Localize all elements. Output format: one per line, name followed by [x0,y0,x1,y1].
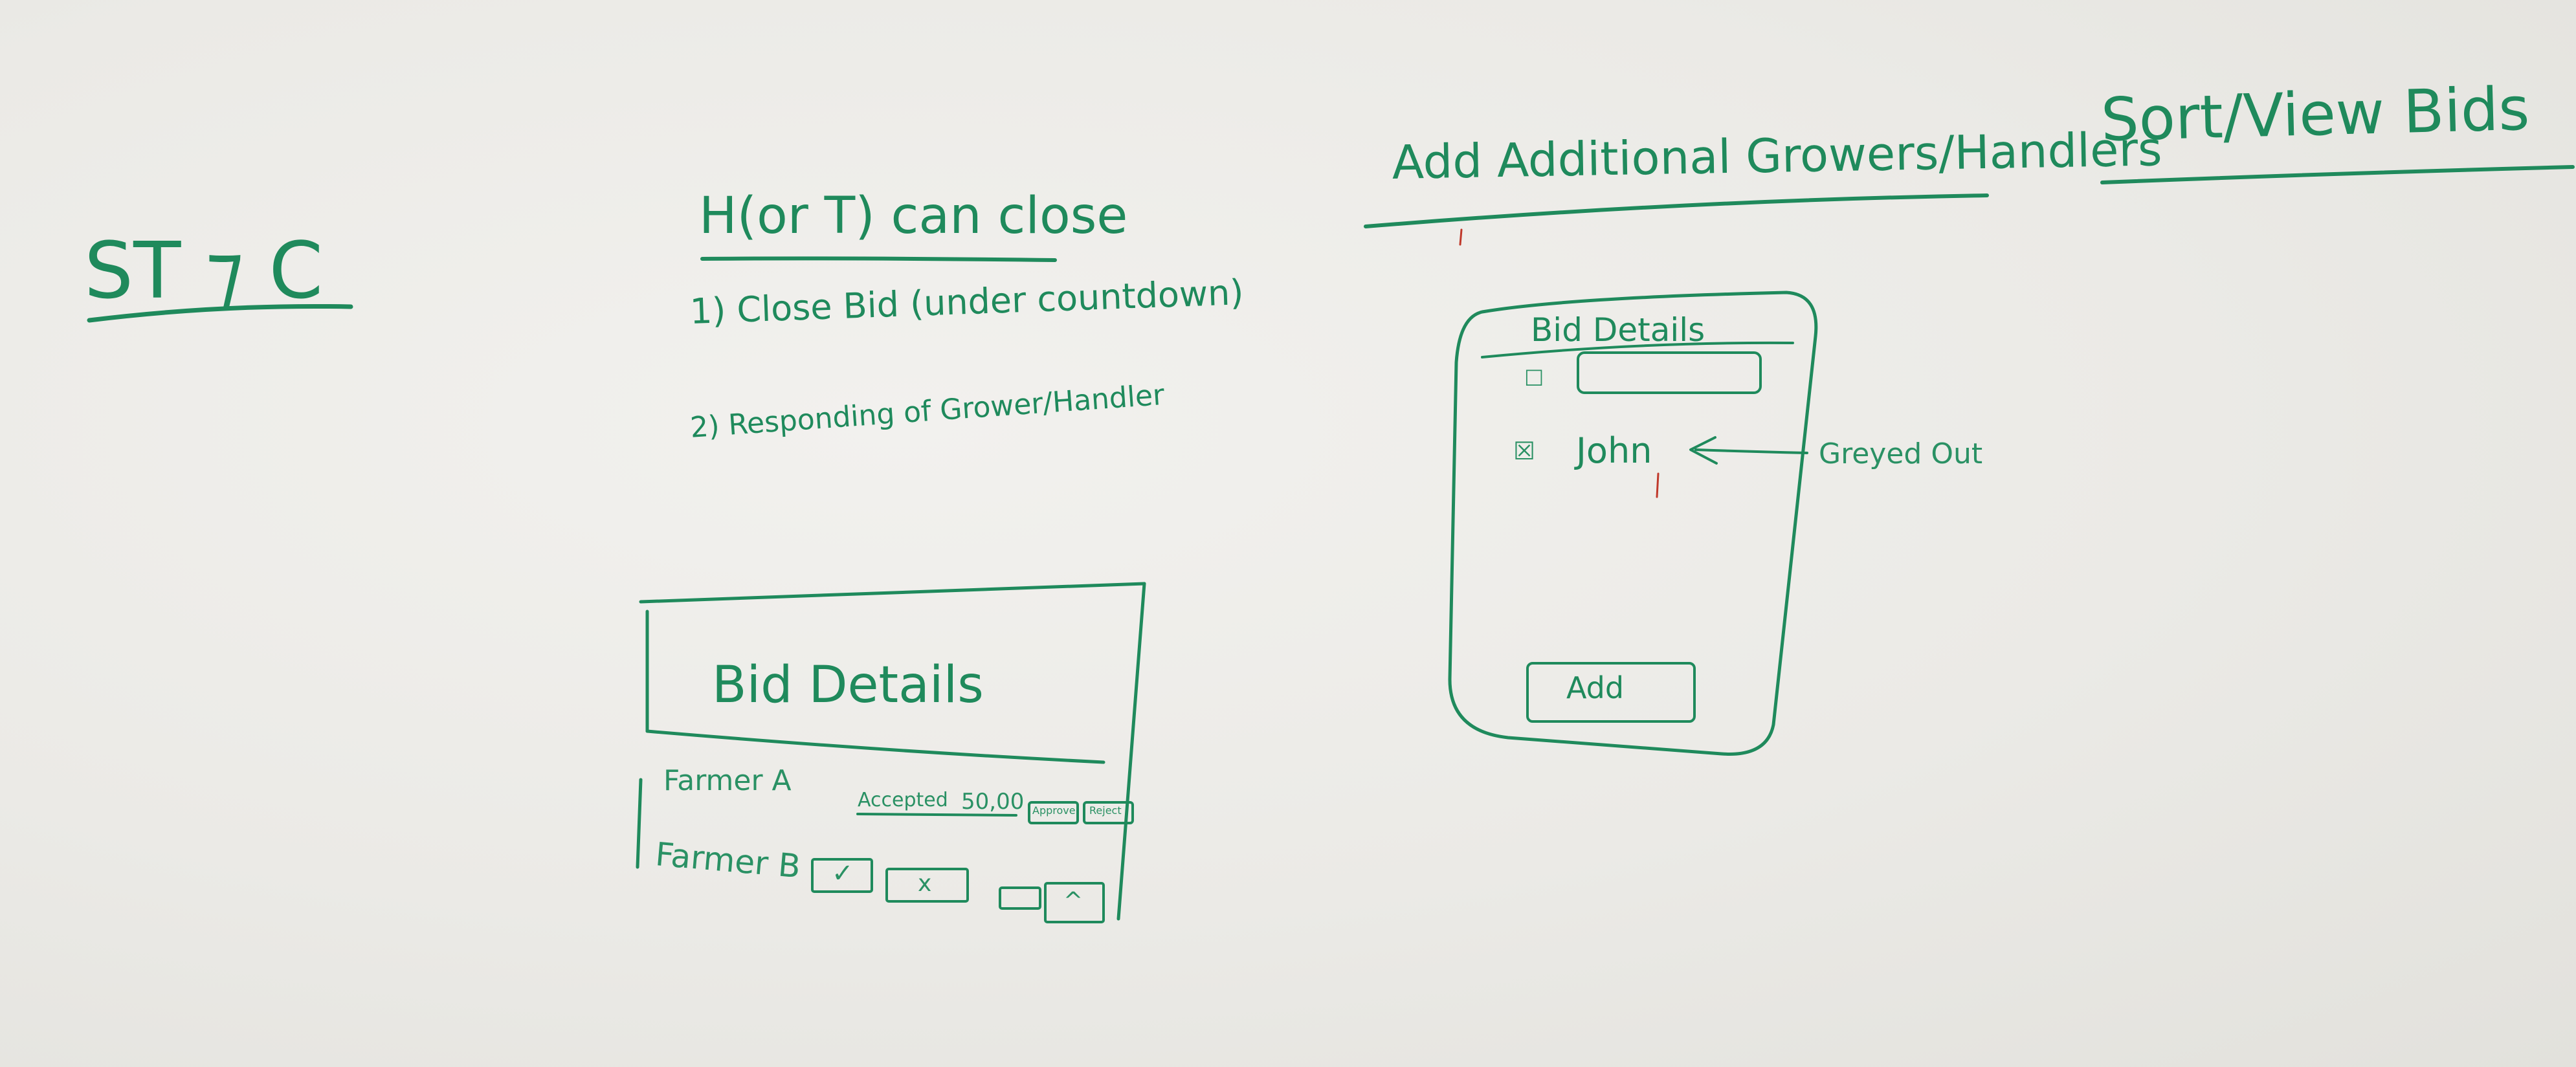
add-button-label: Add [1566,670,1625,705]
john-label: John [1576,430,1652,471]
heading-st-c: ST ⁊ C [84,226,324,316]
left-sketch-amount-underline [856,813,1017,817]
left-sketch-right [1116,582,1146,921]
phone-header-divider [1481,341,1794,358]
farmer-a-amount: 50,00 [961,789,1025,815]
reject-box [1083,801,1134,824]
left-sketch-divider [645,729,1105,764]
underline-st-c [87,303,353,323]
text-input-box [1577,351,1762,394]
underline-add-growers [1364,193,1989,228]
underline-h-can-close [700,256,1057,262]
annotation-arrow-head [1689,436,1718,465]
underline-sort-view [2100,165,2575,184]
heading-add-growers: Add Additional Growers/Handlers [1391,122,2163,190]
check-box [811,858,873,893]
right-sketch-title: Bid Details [1531,311,1705,349]
left-sketch-title: Bid Details [712,656,984,714]
approve-button-label: Approve [1032,804,1076,817]
reject-button-label: Reject [1089,804,1122,817]
heading-h-can-close: H(or T) can close [699,187,1128,245]
cross-mark: x [918,870,932,897]
phone-outline [1448,291,1818,756]
greyed-out-annotation: Greyed Out [1819,437,1983,470]
extra-small-box [999,886,1041,910]
approve-box [1028,801,1079,824]
annotation-arrow-line [1694,448,1808,454]
cross-box [885,868,969,903]
red-mark-2 [1656,472,1660,498]
farmer-a-label: Farmer A [663,764,792,797]
extra-box [1044,882,1105,923]
checkbox-empty: □ [1524,364,1544,388]
red-mark-1 [1459,228,1463,246]
heading-sort-view: Sort/View Bids [2100,74,2531,155]
farmer-a-status: Accepted [858,789,948,811]
left-sketch-top [639,582,1146,604]
checkbox-checked: ☒ [1513,437,1536,465]
caret-mark: ^ [1063,888,1083,914]
add-button-box [1526,662,1696,723]
left-sketch-left-lower [636,778,643,869]
check-mark: ✓ [832,859,854,888]
